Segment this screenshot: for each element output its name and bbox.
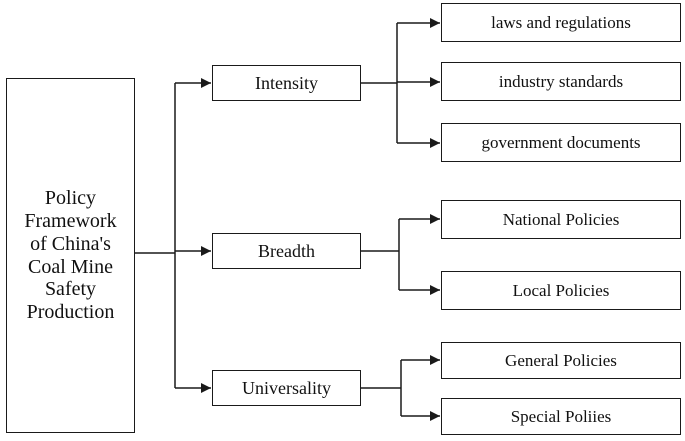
branch-universality: Universality [212, 370, 361, 406]
leaf-label: Special Poliies [510, 406, 612, 426]
branch-breadth-label: Breadth [258, 240, 315, 261]
leaf-government-documents: government documents [441, 123, 681, 162]
leaf-label: laws and regulations [491, 12, 631, 32]
leaf-special-policies: Special Poliies [441, 398, 681, 435]
leaf-general-policies: General Policies [441, 342, 681, 379]
leaf-label: General Policies [505, 350, 617, 370]
root-node-label: Policy Framework of China's Coal Mine Sa… [24, 187, 117, 324]
branch-breadth: Breadth [212, 233, 361, 269]
leaf-label: Local Policies [512, 280, 610, 300]
branch-universality-label: Universality [242, 377, 331, 398]
leaf-local-policies: Local Policies [441, 271, 681, 310]
leaf-laws-and-regulations: laws and regulations [441, 3, 681, 42]
root-node: Policy Framework of China's Coal Mine Sa… [6, 78, 135, 433]
leaf-industry-standards: industry standards [441, 62, 681, 101]
leaf-label: National Policies [502, 209, 620, 229]
leaf-label: industry standards [498, 71, 624, 91]
branch-intensity: Intensity [212, 65, 361, 101]
leaf-label: government documents [481, 132, 641, 152]
leaf-national-policies: National Policies [441, 200, 681, 239]
branch-intensity-label: Intensity [255, 72, 318, 93]
